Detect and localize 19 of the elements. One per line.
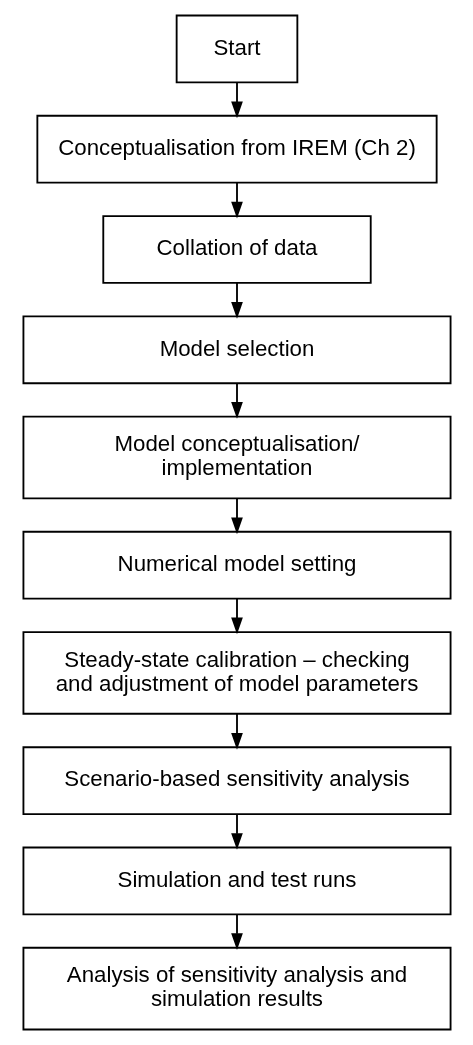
node-box: Scenario-based sensitivity analysis xyxy=(22,746,451,815)
arrow xyxy=(230,382,243,419)
arrow xyxy=(230,913,243,950)
node-box: Start xyxy=(175,14,298,84)
node-box: Collation of data xyxy=(101,215,372,284)
node-box: Model conceptualisation/ implementation xyxy=(22,415,451,500)
node-box: Steady-state calibration – checking and adjustment of model parameters xyxy=(22,631,451,715)
arrow xyxy=(230,81,243,119)
arrow xyxy=(230,282,243,319)
arrow xyxy=(230,497,243,535)
arrow xyxy=(230,713,243,750)
node-box: Model selection xyxy=(22,315,451,385)
node-box: Numerical model setting xyxy=(22,530,451,600)
node-box: Simulation and test runs xyxy=(22,846,451,916)
arrow xyxy=(230,813,243,850)
node-box: Conceptualisation from IREM (Ch 2) xyxy=(35,114,438,184)
node-box: Analysis of sensitivity analysis and simulation results xyxy=(22,946,451,1031)
arrow xyxy=(230,181,243,219)
arrow xyxy=(230,597,243,635)
